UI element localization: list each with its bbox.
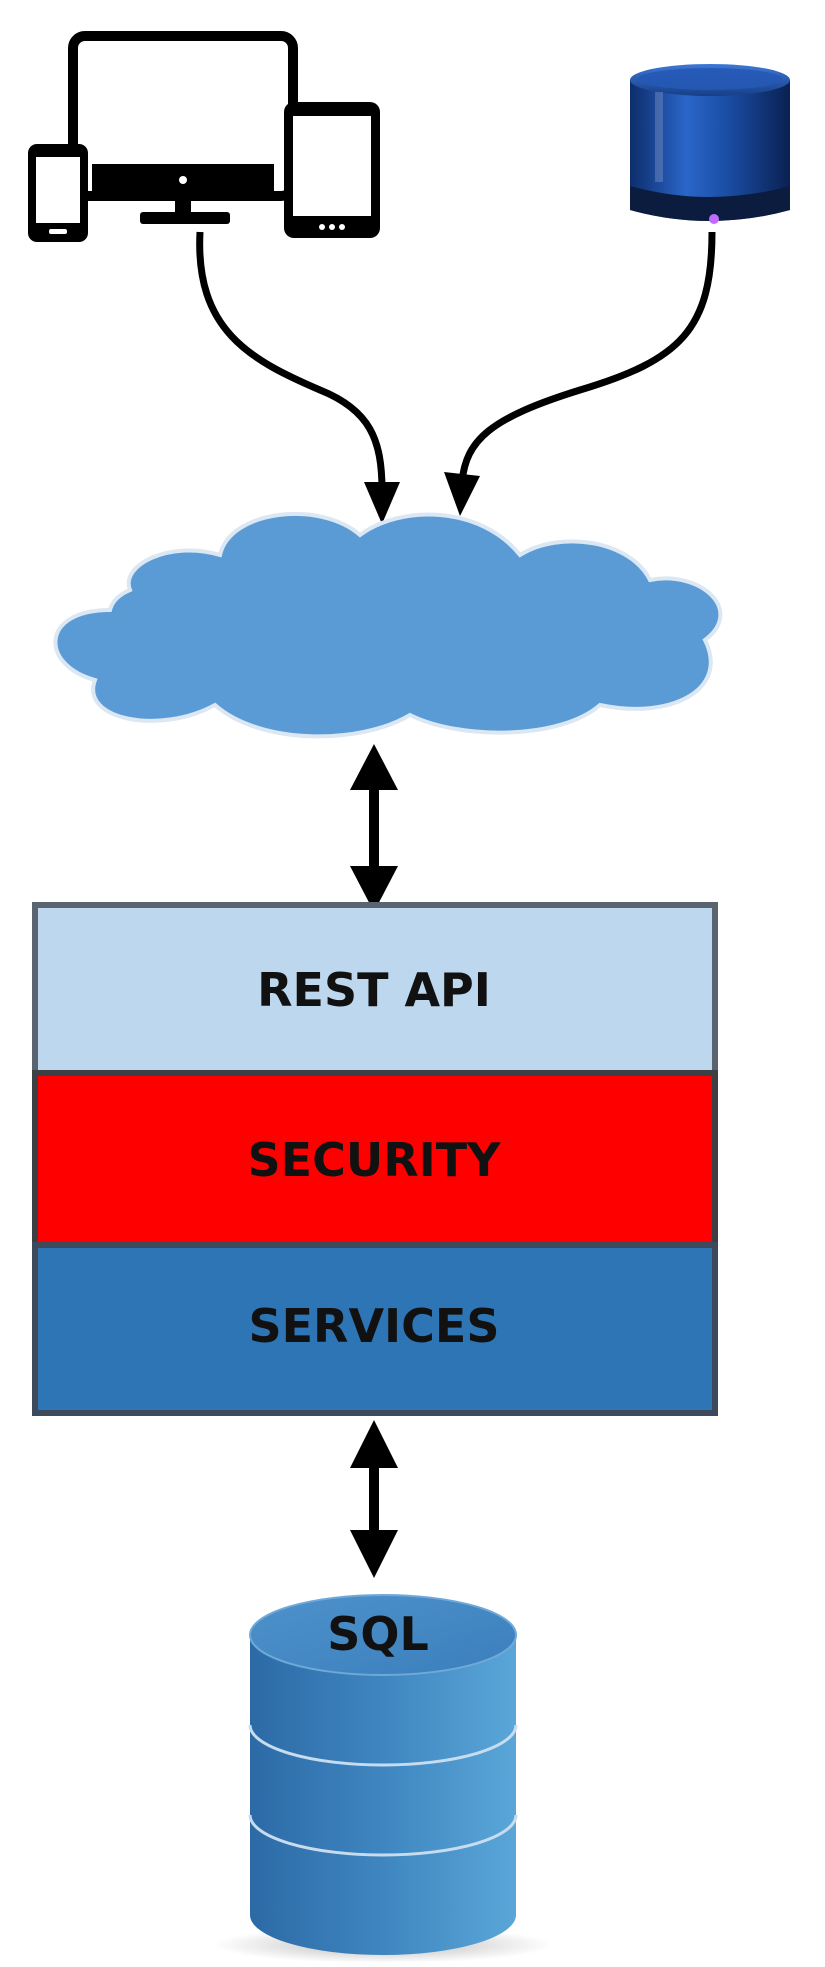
database-label: SQL <box>327 1607 429 1661</box>
arrow-services-to-sql <box>350 1420 398 1578</box>
database-icon: SQL <box>213 1594 553 1963</box>
layer-rest-api-label: REST API <box>257 963 491 1017</box>
layer-services <box>32 1242 718 1416</box>
cloud-icon <box>53 512 723 739</box>
multi-device-icon <box>28 31 380 242</box>
arrow-devices-to-cloud <box>196 231 400 524</box>
arrow-speaker-to-cloud <box>444 231 716 516</box>
layer-rest-api <box>32 902 718 1076</box>
architecture-stack: REST API SECURITY SERVICES <box>32 902 718 1416</box>
layer-security <box>32 1070 718 1248</box>
arrow-cloud-to-api <box>350 744 398 912</box>
smart-speaker-icon <box>630 64 790 224</box>
layer-security-label: SECURITY <box>248 1133 502 1187</box>
layer-services-label: SERVICES <box>248 1299 499 1353</box>
